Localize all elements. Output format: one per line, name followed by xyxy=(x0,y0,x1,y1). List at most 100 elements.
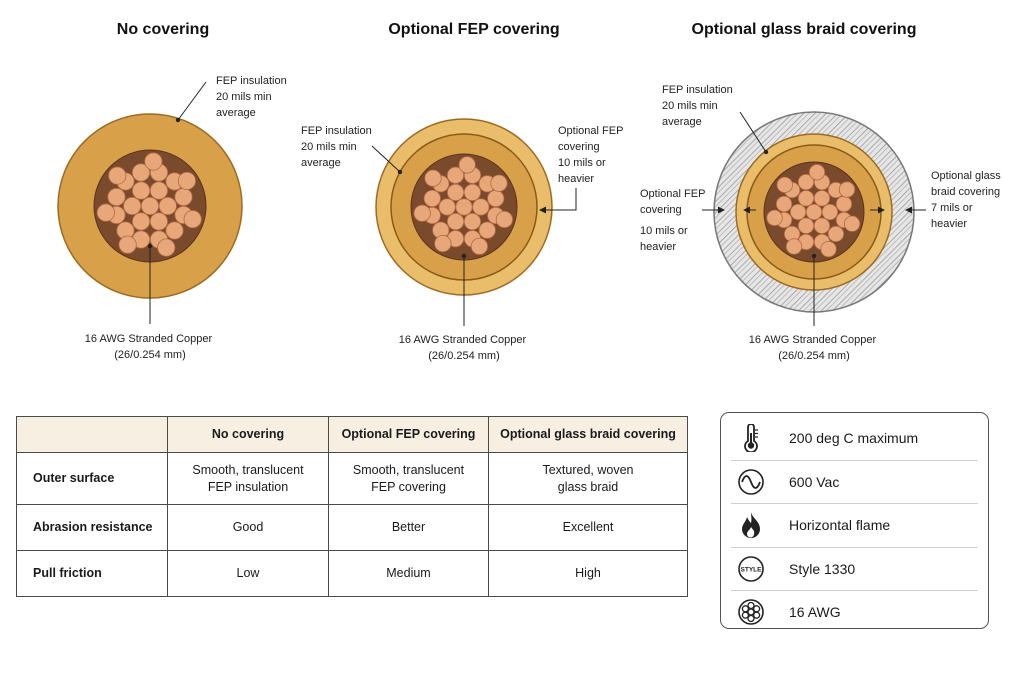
comparison-table: No covering Optional FEP covering Option… xyxy=(16,416,688,597)
copper-strand xyxy=(446,166,465,184)
copper-strand xyxy=(123,196,142,216)
copper-strand xyxy=(149,181,168,200)
column-header-glass-braid: Optional glass braid covering xyxy=(488,416,688,453)
copper-strand xyxy=(107,187,126,207)
copper-strand xyxy=(808,164,826,181)
copper-strand xyxy=(487,189,505,208)
copper-strand xyxy=(463,212,482,231)
copper-strand xyxy=(455,198,473,216)
callout-conductor: 16 AWG Stranded Copper (26/0.254 mm) xyxy=(749,334,879,362)
thermometer-icon xyxy=(731,423,771,453)
copper-strand xyxy=(835,195,853,213)
section-title: No covering xyxy=(117,21,209,38)
callout-glass-braid: Optional glass braid covering 7 mils or … xyxy=(931,170,1004,230)
copper-strand xyxy=(132,212,151,231)
section-glass-braid-covering: Optional glass braid covering FEP insula… xyxy=(640,21,1004,362)
spec-text: Horizontal flame xyxy=(789,517,891,534)
callout-conductor: 16 AWG Stranded Copper (26/0.254 mm) xyxy=(85,333,215,361)
copper-strand xyxy=(470,237,489,255)
copper-strand xyxy=(446,212,465,231)
column-header-no-covering: No covering xyxy=(167,416,329,453)
copper-strand xyxy=(490,174,508,192)
copper-strand xyxy=(157,238,176,257)
copper-strand xyxy=(183,210,202,229)
copper-strand xyxy=(458,156,476,174)
copper-strand xyxy=(144,152,163,171)
copper-strand xyxy=(797,173,815,191)
section-title: Optional FEP covering xyxy=(388,21,559,38)
copper-strand xyxy=(438,198,456,216)
copper-strands xyxy=(413,156,513,255)
copper-strand xyxy=(463,183,482,202)
copper-strand xyxy=(820,240,837,258)
spec-text: 200 deg C maximum xyxy=(789,430,919,447)
copper-strand xyxy=(434,234,452,253)
voltage-wave-icon xyxy=(731,467,771,497)
copper-strand xyxy=(131,163,151,182)
copper-strand xyxy=(165,221,184,240)
copper-strand xyxy=(413,204,431,222)
copper-strand xyxy=(495,210,513,229)
callout-fep-covering: Optional FEP covering 10 mils or heavier xyxy=(558,125,626,185)
row-label: Outer surface xyxy=(16,452,168,505)
copper-strand xyxy=(149,212,168,231)
copper-strand xyxy=(821,203,839,221)
table-cell: Good xyxy=(167,504,329,551)
copper-strand xyxy=(174,187,193,207)
copper-strand xyxy=(785,238,803,255)
table-cell: Low xyxy=(167,550,329,597)
table-row: Pull friction Low Medium High xyxy=(16,550,688,597)
callout-fep-insulation: FEP insulation 20 mils min average xyxy=(216,75,290,119)
spec-panel: 200 deg C maximum 600 Vac Horizontal fla… xyxy=(720,412,989,629)
copper-strand xyxy=(118,235,137,254)
copper-strand xyxy=(423,189,441,208)
spec-row-temperature: 200 deg C maximum xyxy=(731,417,978,461)
spec-row-flame: Horizontal flame xyxy=(731,504,978,548)
section-fep-covering: Optional FEP covering FEP insulation 20 … xyxy=(301,21,626,362)
copper-strand xyxy=(132,181,151,200)
row-label: Pull friction xyxy=(16,550,168,597)
copper-strand xyxy=(177,171,196,190)
table-cell: Better xyxy=(328,504,489,551)
spec-row-style: STYLE Style 1330 xyxy=(731,548,978,591)
table-cell: High xyxy=(488,550,688,597)
copper-strand xyxy=(843,215,861,232)
copper-strand xyxy=(838,181,856,198)
copper-strand xyxy=(797,190,815,207)
table-cell: Excellent xyxy=(488,504,688,551)
callout-fep-insulation: FEP insulation 20 mils min average xyxy=(662,84,736,128)
spec-text: Style 1330 xyxy=(789,560,856,577)
copper-strands xyxy=(96,152,202,257)
callout-conductor: 16 AWG Stranded Copper (26/0.254 mm) xyxy=(399,334,529,362)
spec-row-voltage: 600 Vac xyxy=(731,461,978,504)
copper-strand xyxy=(158,196,177,216)
table-cell: Medium xyxy=(328,550,489,597)
callout-fep-insulation: FEP insulation 20 mils min average xyxy=(301,125,375,169)
copper-strand xyxy=(766,209,783,227)
flame-icon xyxy=(731,510,771,540)
section-no-covering: No covering FEP insulation 20 mils min a… xyxy=(57,21,290,361)
callout-fep-covering: Optional FEP covering 10 mils or heavier xyxy=(640,188,708,253)
copper-strand xyxy=(472,198,490,216)
table-row: Abrasion resistance Good Better Excellen… xyxy=(16,504,688,551)
copper-strand xyxy=(797,217,815,234)
copper-strand xyxy=(789,203,807,221)
section-title: Optional glass braid covering xyxy=(692,21,917,38)
table-corner-header xyxy=(16,416,168,453)
stranded-wire-icon xyxy=(731,597,771,627)
spec-row-gauge: 16 AWG xyxy=(731,591,978,634)
copper-strands xyxy=(766,164,861,258)
copper-strand xyxy=(96,203,115,222)
spec-text: 16 AWG xyxy=(789,604,841,621)
copper-strand xyxy=(813,217,831,234)
copper-strand xyxy=(446,183,465,202)
copper-strand xyxy=(775,195,793,213)
cable-cross-section-diagram: No covering FEP insulation 20 mils min a… xyxy=(57,21,1004,362)
column-header-fep-covering: Optional FEP covering xyxy=(328,416,489,453)
row-label: Abrasion resistance xyxy=(16,504,168,551)
spec-text: 600 Vac xyxy=(789,473,840,490)
